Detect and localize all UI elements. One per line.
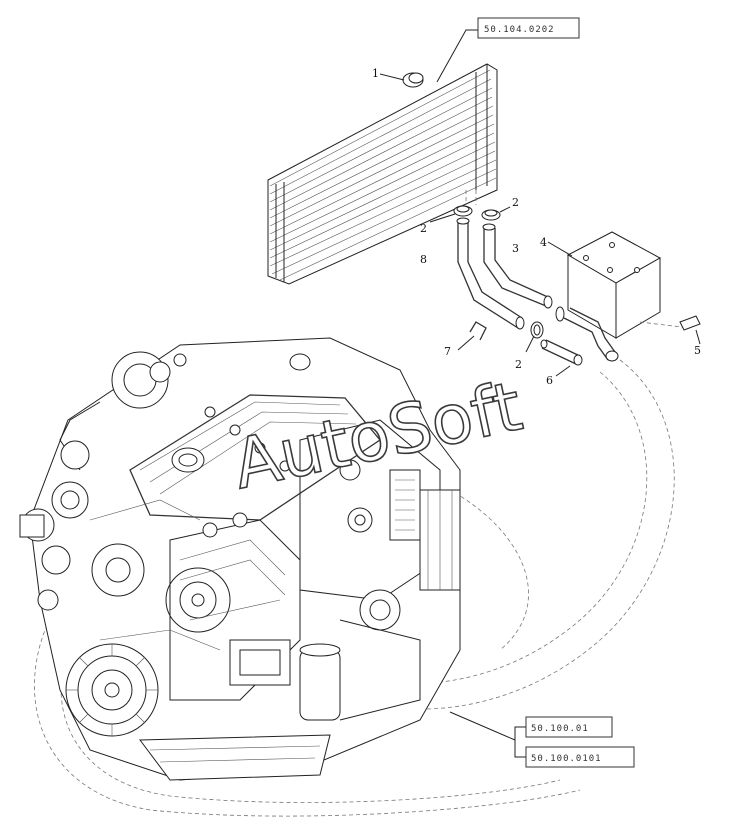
heater-box xyxy=(547,231,691,362)
clamp-top-left xyxy=(429,205,473,223)
clamp-lower xyxy=(525,321,544,353)
hose-3 xyxy=(482,223,553,309)
callout-7[interactable]: 7 xyxy=(444,345,451,358)
clip-part xyxy=(457,321,487,351)
bolt-5 xyxy=(679,315,701,345)
reference-engine-a-text: 50.100.01 xyxy=(531,724,589,734)
engine-reference-leader xyxy=(449,711,526,758)
reference-engine-a[interactable]: 50.100.01 xyxy=(525,716,613,738)
pin-6 xyxy=(540,339,583,377)
reference-radiator[interactable]: 50.104.0202 xyxy=(436,17,580,83)
callout-2-top-left[interactable]: 2 xyxy=(420,222,427,235)
clamp-top-right xyxy=(481,206,511,221)
callout-2-lower[interactable]: 2 xyxy=(515,358,522,371)
radiator-core xyxy=(267,63,498,285)
callout-4[interactable]: 4 xyxy=(540,236,547,249)
callout-1[interactable]: 1 xyxy=(372,67,379,80)
callout-6[interactable]: 6 xyxy=(546,374,553,387)
reference-engine-b-text: 50.100.0101 xyxy=(531,754,602,764)
callout-8[interactable]: 8 xyxy=(420,253,427,266)
reference-engine-b[interactable]: 50.100.0101 xyxy=(525,746,635,768)
callout-3[interactable]: 3 xyxy=(512,242,519,255)
callout-2-top-right[interactable]: 2 xyxy=(512,196,519,209)
callout-5[interactable]: 5 xyxy=(694,344,701,357)
hose-8 xyxy=(456,217,525,330)
cap-part xyxy=(379,72,424,88)
engine-assembly xyxy=(19,337,461,781)
reference-radiator-text: 50.104.0202 xyxy=(484,25,555,35)
